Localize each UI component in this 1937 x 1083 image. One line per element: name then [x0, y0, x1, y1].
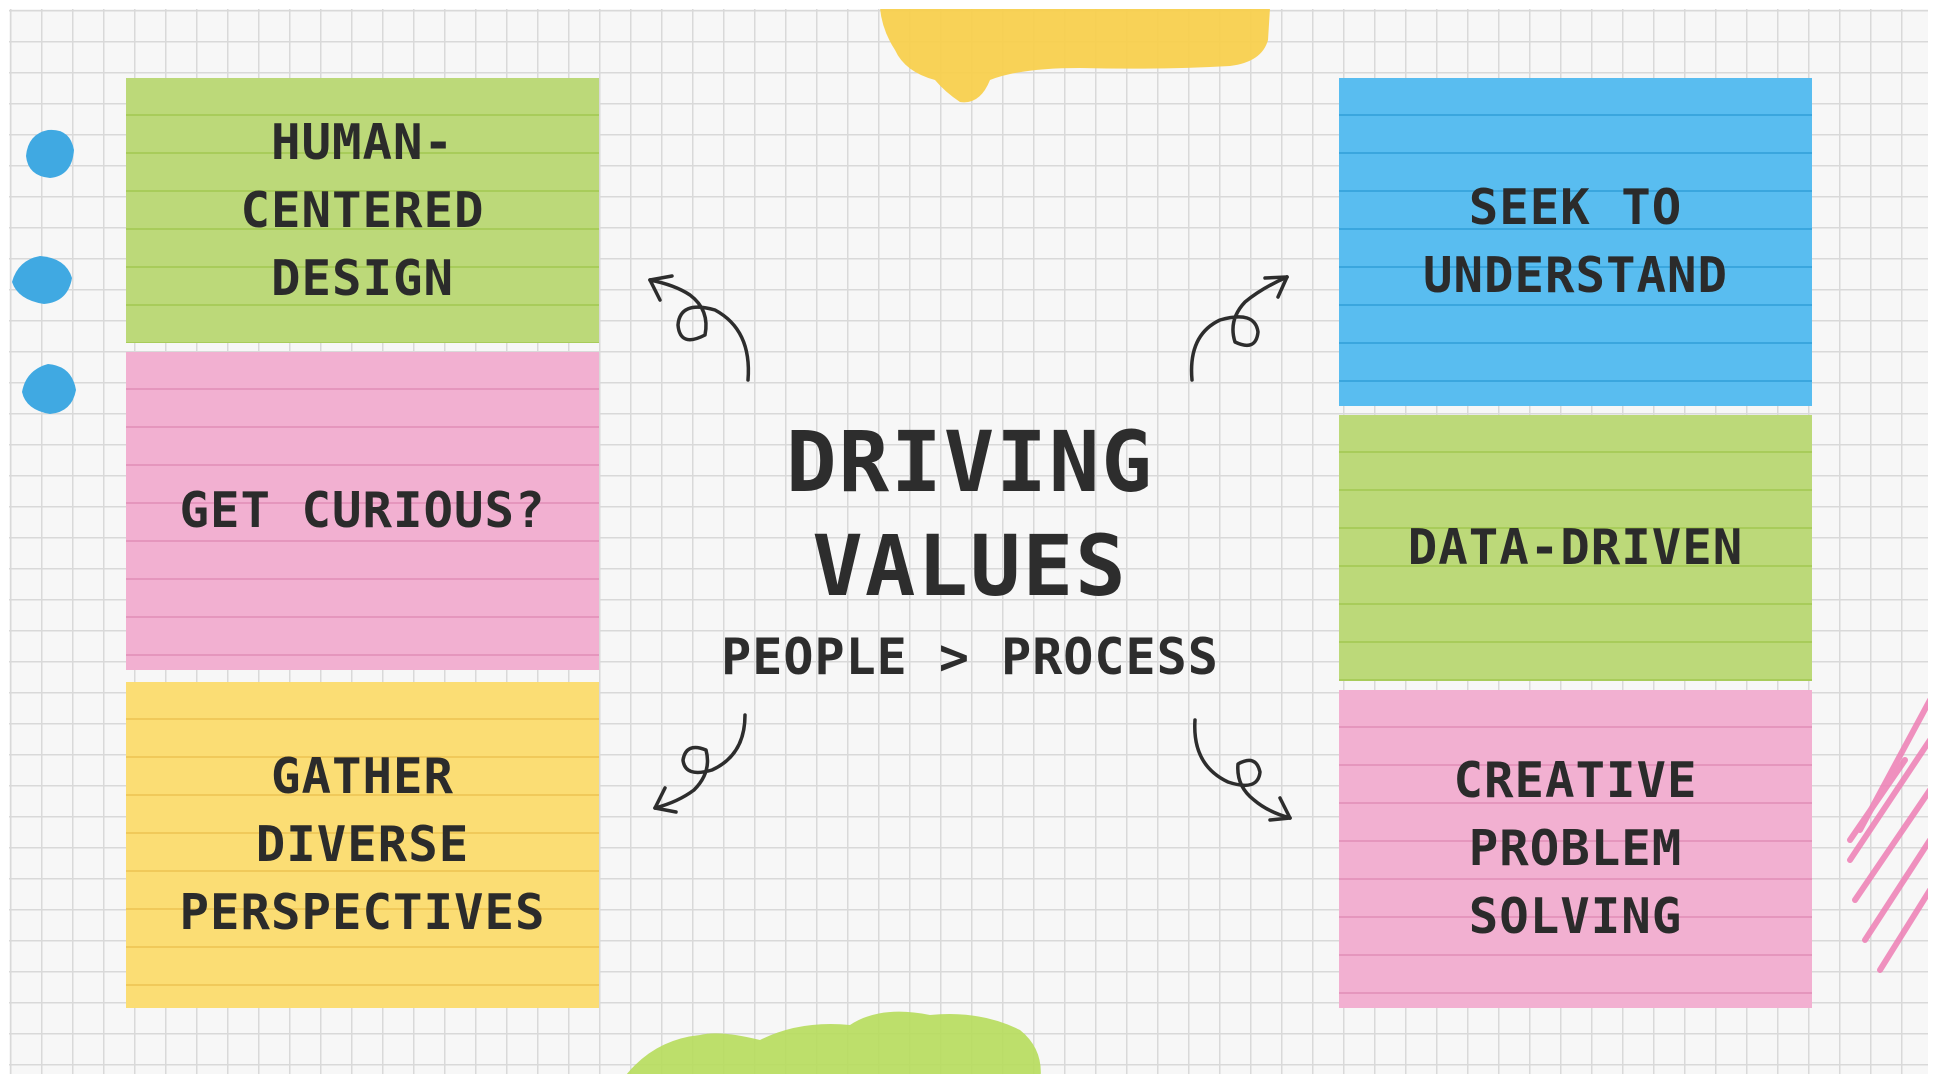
- curly-arrow-icon: [648, 274, 751, 382]
- blue-splotch-icon: [26, 129, 74, 178]
- note-label: DATA-DRIVEN: [1407, 519, 1744, 576]
- note-seek-to-understand: SEEK TO UNDERSTAND: [1339, 78, 1812, 406]
- title-line-1: DRIVING: [785, 413, 1154, 511]
- curly-arrow-icon: [1189, 275, 1289, 382]
- blue-splotch-icon: [22, 364, 76, 414]
- note-get-curious: GET CURIOUS?: [126, 352, 599, 670]
- note-creative-problem-solving: CREATIVE PROBLEM SOLVING: [1339, 690, 1812, 1008]
- note-human-centered-design: HUMAN- CENTERED DESIGN: [126, 78, 599, 343]
- note-label: HUMAN- CENTERED DESIGN: [240, 113, 485, 307]
- center-title-block: DRIVING VALUES PEOPLE > PROCESS: [700, 410, 1240, 690]
- blue-splotch-icon: [12, 256, 72, 304]
- note-data-driven: DATA-DRIVEN: [1339, 415, 1812, 681]
- note-label: CREATIVE PROBLEM SOLVING: [1453, 752, 1698, 945]
- note-gather-diverse-perspectives: GATHER DIVERSE PERSPECTIVES: [126, 682, 599, 1008]
- yellow-splotch-icon: [880, 8, 1270, 103]
- note-label: GET CURIOUS?: [179, 482, 546, 539]
- note-label: SEEK TO UNDERSTAND: [1422, 179, 1728, 304]
- note-label: GATHER DIVERSE PERSPECTIVES: [179, 748, 546, 941]
- subtitle: PEOPLE > PROCESS: [721, 628, 1219, 686]
- curly-arrow-icon: [653, 713, 747, 814]
- curly-arrow-icon: [1193, 718, 1292, 822]
- title-line-2: VALUES: [812, 517, 1128, 615]
- green-scribble-icon: [620, 1011, 1041, 1083]
- pink-scribble-icon: [1847, 697, 1933, 973]
